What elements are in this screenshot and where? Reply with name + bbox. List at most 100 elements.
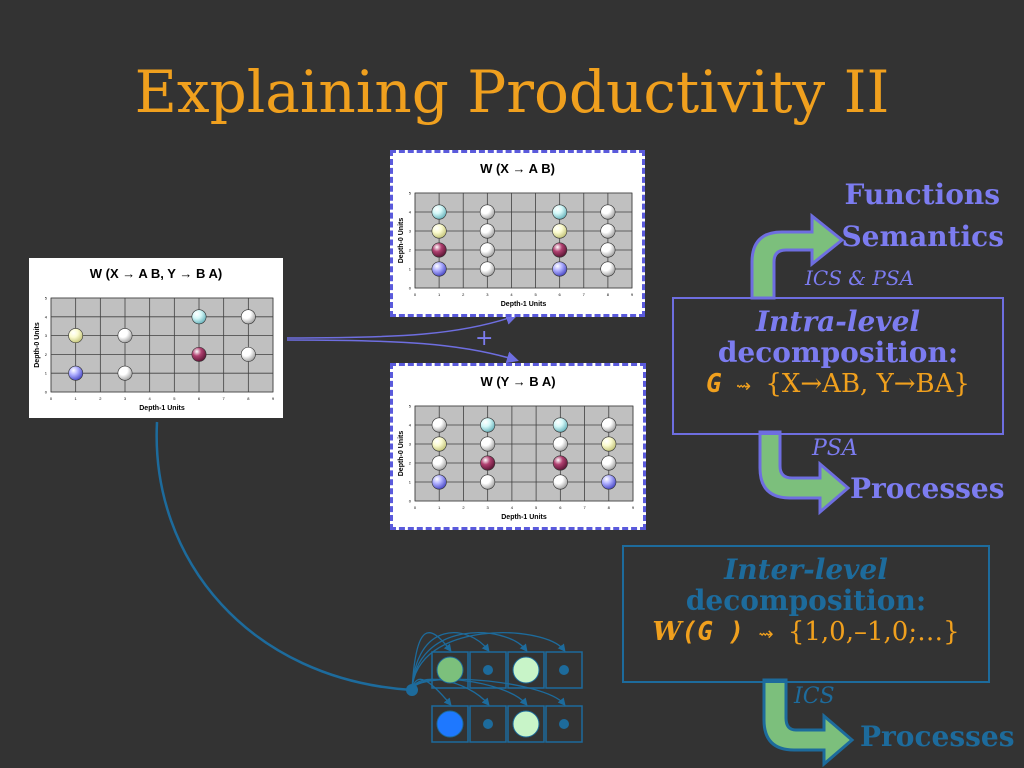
point-cyan	[480, 417, 496, 433]
y-tick-label: 2	[409, 248, 412, 253]
point-white	[479, 223, 495, 239]
x-tick-label: 9	[631, 292, 634, 297]
x-tick-label: 2	[462, 292, 465, 297]
network-cell	[545, 651, 583, 689]
x-tick-label: 3	[124, 396, 127, 401]
y-tick-label: 3	[45, 333, 48, 338]
inter-vector: {1,0,–1,0;…}	[787, 617, 960, 647]
point-white	[600, 261, 616, 277]
point-blue	[552, 261, 568, 277]
x-tick-label: 8	[247, 396, 250, 401]
point-white	[479, 204, 495, 220]
network-cell	[469, 705, 507, 743]
point-white	[240, 309, 256, 325]
arrow-processes-intra-icon	[758, 430, 851, 516]
point-cyan	[552, 204, 568, 220]
processes-inter-label: Processes	[860, 720, 1015, 753]
x-axis-label-xab: Depth-1 Units	[501, 301, 547, 308]
x-tick-label: 5	[535, 505, 538, 510]
point-white	[600, 204, 616, 220]
network-cell	[431, 705, 469, 743]
point-blue	[68, 365, 84, 381]
y-axis-label-combined: Depth-0 Units	[34, 322, 41, 368]
arrow-functions-icon	[750, 212, 845, 300]
x-tick-label: 2	[99, 396, 102, 401]
network-cell	[507, 651, 545, 689]
point-white	[480, 436, 496, 452]
x-tick-label: 8	[607, 292, 610, 297]
x-tick-label: 7	[583, 505, 586, 510]
inter-line1: Inter-level	[724, 553, 888, 586]
x-tick-label: 0	[50, 396, 53, 401]
y-tick-label: 5	[409, 191, 412, 196]
network-arc	[411, 678, 566, 706]
y-tick-label: 1	[409, 480, 412, 485]
semantics-label: Semantics	[841, 220, 1004, 253]
point-yellow	[552, 223, 568, 239]
x-tick-label: 3	[487, 505, 490, 510]
network-arc	[411, 632, 528, 691]
x-tick-label: 7	[223, 396, 226, 401]
network-small-node	[559, 665, 569, 675]
squiggle-icon: ⇝	[735, 376, 752, 397]
x-tick-label: 6	[559, 292, 562, 297]
y-tick-label: 0	[409, 499, 412, 504]
point-cyan	[191, 309, 207, 325]
ics-psa-label: ICS & PSA	[805, 266, 915, 290]
inter-g: (G )	[681, 617, 745, 647]
network-small-node	[483, 665, 493, 675]
x-tick-label: 4	[511, 505, 514, 510]
network-cell	[545, 705, 583, 743]
y-tick-label: 4	[409, 423, 412, 428]
y-axis-label-yba: Depth-0 Units	[398, 431, 405, 477]
intra-g: G	[706, 369, 722, 399]
y-tick-label: 5	[45, 296, 48, 301]
point-white	[479, 242, 495, 258]
network-cell	[469, 651, 507, 689]
point-purple	[552, 242, 568, 258]
point-white	[117, 328, 133, 344]
point-blue	[431, 261, 447, 277]
intra-formula: G ⇝ {X→AB, Y→BA}	[674, 369, 1002, 399]
y-tick-label: 0	[45, 390, 48, 395]
x-tick-label: 1	[438, 292, 441, 297]
x-tick-label: 1	[438, 505, 441, 510]
point-white	[600, 242, 616, 258]
network-small-node	[483, 719, 493, 729]
x-tick-label: 5	[173, 396, 176, 401]
plot-area-combined	[50, 297, 274, 393]
network-arc	[411, 632, 490, 691]
network-large-node	[436, 656, 464, 684]
point-white	[479, 261, 495, 277]
chart-title-combined: W (X → A B, Y → B A)	[90, 266, 222, 281]
x-tick-label: 4	[149, 396, 152, 401]
point-cyan	[431, 204, 447, 220]
x-tick-label: 3	[486, 292, 489, 297]
point-yellow	[68, 328, 84, 344]
link-to-network	[155, 421, 413, 692]
y-tick-label: 2	[45, 352, 48, 357]
network-cell	[431, 651, 469, 689]
processes-intra-label: Processes	[850, 472, 1005, 505]
network-large-node	[512, 656, 540, 684]
network-large-node	[436, 710, 464, 738]
network-diagram	[406, 632, 583, 743]
page-title: Explaining Productivity II	[134, 58, 890, 126]
x-tick-label: 4	[510, 292, 513, 297]
network-arc	[411, 632, 452, 691]
point-white	[601, 417, 617, 433]
y-axis-label-xab: Depth-0 Units	[398, 218, 405, 264]
point-purple	[191, 346, 207, 362]
point-purple	[480, 455, 496, 471]
plus-sign: +	[475, 326, 494, 351]
point-white	[240, 346, 256, 362]
link-to-yba	[286, 339, 519, 364]
point-purple	[431, 242, 447, 258]
psa-label: PSA	[812, 436, 858, 461]
intra-rule: {X→AB, Y→BA}	[765, 369, 970, 399]
point-white	[431, 455, 447, 471]
x-tick-label: 0	[414, 505, 417, 510]
